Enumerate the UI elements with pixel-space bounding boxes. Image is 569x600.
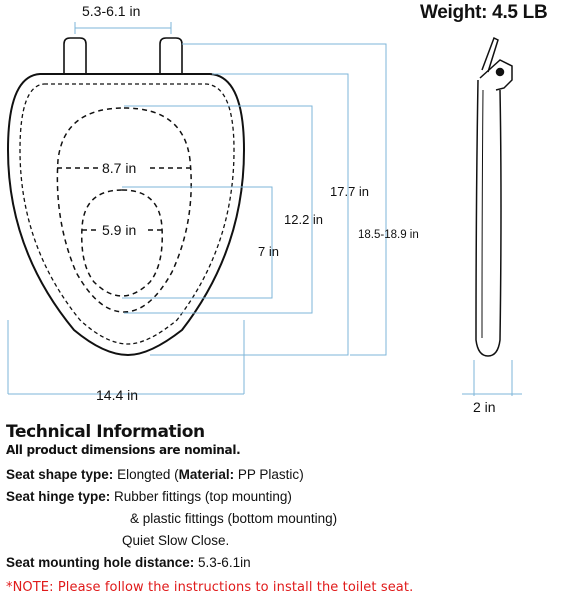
- mounting-hole-label: Seat mounting hole distance:: [6, 555, 195, 570]
- hinge-spacing-label: 5.3-6.1 in: [82, 3, 140, 19]
- material-label: Material:: [178, 467, 235, 482]
- opening-length-label: 12.2 in: [284, 212, 323, 227]
- hinge-posts: [63, 37, 183, 74]
- hinge-type-value-2: & plastic fittings (bottom mounting): [130, 511, 338, 526]
- hinge-type-row: Seat hinge type: Rubber fittings (top mo…: [6, 486, 569, 508]
- technical-information: Technical Information All product dimens…: [6, 422, 569, 574]
- seat-width-label: 14.4 in: [96, 387, 138, 403]
- technical-subtitle: All product dimensions are nominal.: [6, 443, 241, 457]
- hinge-type-label: Seat hinge type:: [6, 489, 111, 504]
- opening-outer-dashed: [56, 107, 192, 313]
- hinge-type-value: Rubber fittings (top mounting): [114, 489, 292, 504]
- thickness-label: 2 in: [473, 399, 496, 415]
- seat-shape-label: Seat shape type:: [6, 467, 114, 482]
- hinge-type-value-3: Quiet Slow Close.: [122, 533, 230, 548]
- material-value: PP Plastic: [237, 467, 300, 482]
- seat-side-profile: [475, 36, 513, 357]
- mounting-hole-value: 5.3-6.1in: [198, 555, 251, 570]
- inner-length-label: 7 in: [258, 244, 279, 259]
- technical-title: Technical Information: [6, 422, 205, 442]
- mounting-hole-row: Seat mounting hole distance: 5.3-6.1in: [6, 552, 569, 574]
- hinge-spacing-dimension: [74, 22, 172, 34]
- seat-shape-value: Elongted: [117, 467, 171, 482]
- installation-note: *NOTE: Please follow the instructions to…: [6, 580, 414, 595]
- length-dimension-lines: [7, 43, 387, 395]
- thickness-dimension: [462, 360, 522, 396]
- seat-length-label: 17.7 in: [330, 184, 369, 199]
- weight-label: Weight: 4.5 LB: [420, 2, 548, 23]
- seat-shape-row: Seat shape type: Elongted (Material: PP …: [6, 467, 304, 482]
- overall-length-label: 18.5-18.9 in: [358, 229, 419, 241]
- seat-inner-dashed-line: [19, 83, 235, 345]
- seat-dimension-diagram: 5.3-6.1 in 8.7 in 5.9 in 7 in 12.2 in 17…: [6, 3, 522, 415]
- width-measure-lines: [57, 167, 192, 231]
- hinge-type-row-3: Quiet Slow Close.: [6, 530, 569, 552]
- inner-width-label: 5.9 in: [102, 222, 136, 238]
- hinge-type-row-2: & plastic fittings (bottom mounting): [6, 508, 569, 530]
- opening-width-label: 8.7 in: [102, 160, 136, 176]
- seat-outer-outline: [6, 73, 246, 357]
- opening-inner-dashed: [81, 189, 163, 297]
